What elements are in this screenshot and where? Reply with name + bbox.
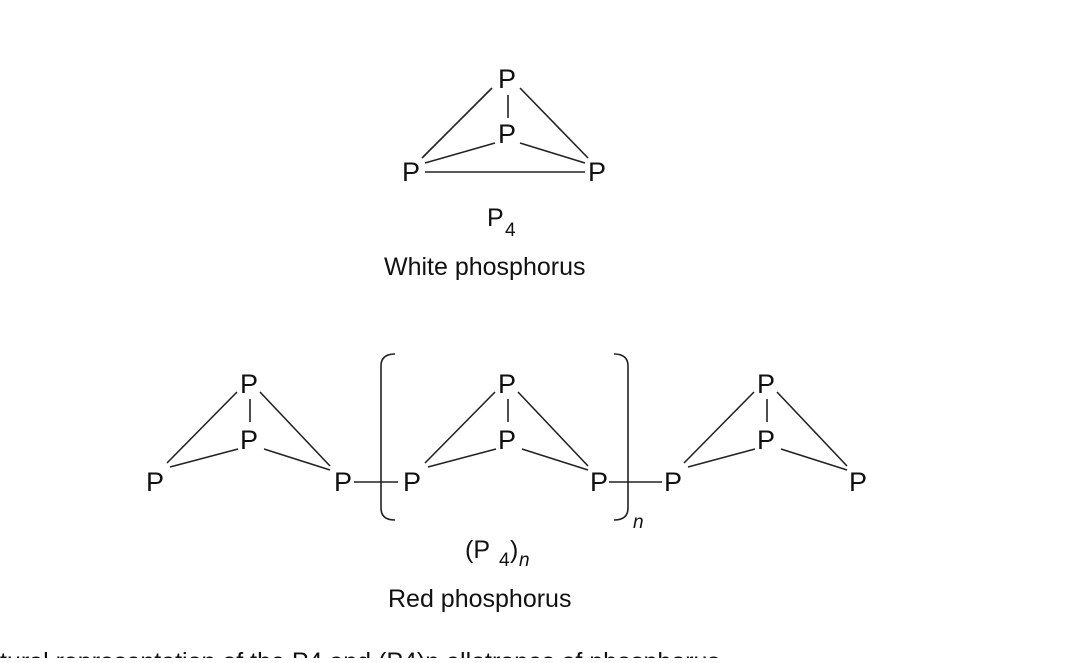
atom-p: P: [240, 369, 258, 399]
bond: [424, 391, 496, 464]
red-right-unit: P P P P: [664, 369, 867, 497]
red-repeat-unit: P P P P: [403, 369, 608, 497]
figure-caption: tural representation of the P4 and (P4)n…: [0, 648, 720, 658]
atom-p: P: [498, 425, 516, 455]
bond: [776, 391, 848, 467]
atom-p: P: [240, 425, 258, 455]
left-bracket: [380, 353, 396, 521]
red-phosphorus-formula: (P 4 ) n: [465, 536, 530, 571]
bond: [421, 87, 493, 159]
red-phosphorus-name: Red phosphorus: [388, 585, 571, 613]
atom-p: P: [402, 157, 420, 187]
white-phosphorus-molecule: P P P P: [402, 64, 606, 187]
bond: [169, 448, 239, 468]
bond: [683, 391, 755, 464]
atom-p: P: [588, 157, 606, 187]
atom-p: P: [334, 467, 352, 497]
atom-p: P: [498, 64, 516, 94]
bond: [519, 87, 589, 159]
bond: [521, 448, 589, 471]
bond: [780, 448, 848, 471]
atom-p: P: [849, 467, 867, 497]
right-bracket: [613, 353, 629, 521]
formula-p: P: [487, 204, 504, 232]
atom-p: P: [757, 425, 775, 455]
formula-subscript: 4: [499, 550, 510, 571]
repeat-subscript-n: n: [633, 512, 644, 533]
bond: [166, 391, 238, 464]
atom-p: P: [590, 467, 608, 497]
formula-open: (P: [465, 536, 490, 564]
formula-subscript: 4: [505, 220, 516, 241]
formula-n: n: [519, 550, 530, 571]
white-phosphorus-formula: P 4: [487, 204, 516, 241]
atom-p: P: [757, 369, 775, 399]
bond: [263, 448, 331, 471]
atom-p: P: [403, 467, 421, 497]
atom-p: P: [498, 369, 516, 399]
bond: [687, 448, 756, 468]
bond: [427, 448, 497, 468]
atom-p: P: [498, 119, 516, 149]
bond: [259, 391, 331, 467]
white-phosphorus-name: White phosphorus: [384, 253, 586, 281]
red-left-unit: P P P P: [146, 369, 352, 497]
bond: [517, 391, 589, 467]
formula-close: ): [510, 536, 518, 564]
bond: [519, 142, 586, 164]
bond: [424, 142, 496, 164]
atom-p: P: [146, 467, 164, 497]
atom-p: P: [664, 467, 682, 497]
